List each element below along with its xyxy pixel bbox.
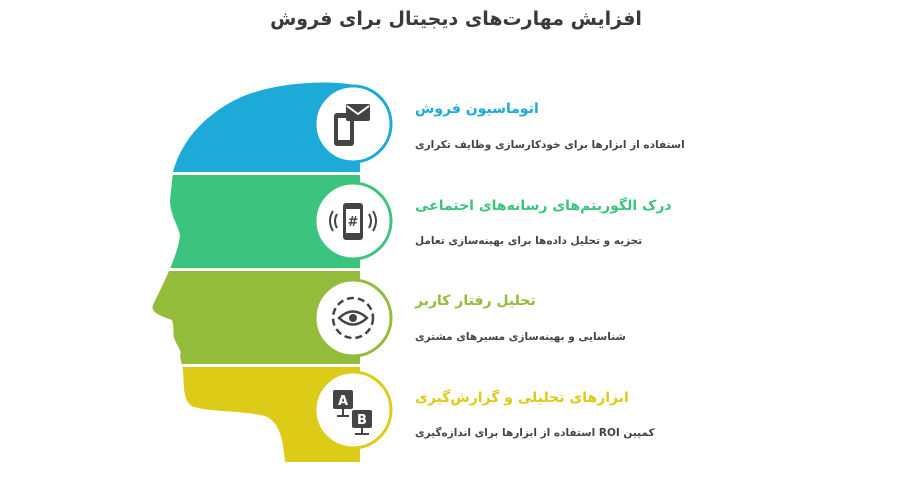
item-2-description: تجزیه و تحلیل داده‌ها برای بهینه‌سازی تع… [415,235,643,247]
item-4-title: ابزارهای تحلیلی و گزارش‌گیری [415,390,629,406]
ab-test-icon: A B [333,390,372,435]
item-2-title: درک الگوریتم‌های رسانه‌های اجتماعی [415,198,672,214]
icon-circle-4 [313,370,393,450]
phone-mail-icon [334,104,370,146]
page-title: افزایش مهارت‌های دیجیتال برای فروش [270,8,642,30]
svg-text:#: # [348,215,359,230]
item-1-title: اتوماسیون فروش [415,101,539,117]
item-3-description: شناسایی و بهینه‌سازی مسیرهای مشتری [415,331,626,343]
phone-hashtag-icon: # [329,203,377,240]
item-1-description: استفاده از ابزارها برای خودکارسازی وظایف… [415,139,685,151]
eye-cycle-icon [331,296,375,340]
svg-text:B: B [357,413,367,428]
item-3-title: تحلیل رفتار کاربر [415,293,536,309]
svg-text:A: A [338,394,348,409]
item-4-description: کمپین ROI استفاده از ابزارها برای اندازه… [415,427,655,439]
